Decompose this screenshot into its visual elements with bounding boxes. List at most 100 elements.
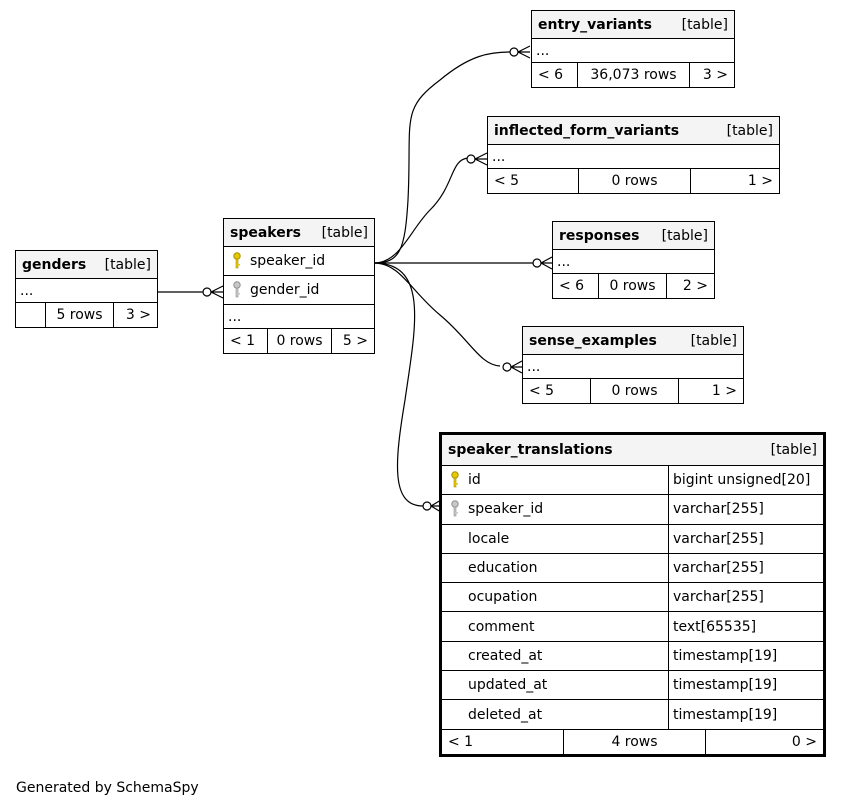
column-type: timestamp[19]	[673, 647, 778, 664]
parents-count: < 1	[224, 329, 268, 353]
column-name: locale	[468, 524, 669, 553]
table-name: genders	[22, 256, 87, 273]
columns-ellipsis: ...	[224, 305, 374, 329]
table-header: speaker_translations [table]	[442, 435, 823, 466]
table-footer: < 1 4 rows 0 >	[442, 729, 823, 754]
column-row[interactable]: speaker_id	[224, 247, 374, 276]
row-count: 0 rows	[591, 379, 679, 403]
table-name: responses	[559, 227, 640, 244]
column-name: id	[468, 466, 669, 495]
columns-ellipsis: ...	[523, 355, 743, 379]
column-name: ocupation	[468, 583, 669, 612]
children-count: 5 >	[342, 333, 368, 349]
parents-count: < 6	[532, 63, 578, 87]
column-name: deleted_at	[468, 700, 669, 729]
table-kind: [table]	[726, 122, 773, 139]
children-count: 1 >	[747, 173, 773, 189]
parents-count	[16, 303, 46, 327]
column-name: gender_id	[250, 282, 320, 298]
crowfoot-sense-examples	[502, 360, 523, 374]
column-row[interactable]: gender_id	[224, 276, 374, 305]
row-count: 0 rows	[579, 169, 691, 193]
column-type: timestamp[19]	[673, 677, 778, 694]
table-kind: [table]	[690, 332, 737, 349]
columns-ellipsis: ...	[16, 279, 157, 303]
table-responses[interactable]: responses [table] ... < 6 0 rows 2 >	[552, 221, 715, 299]
children-count: 3 >	[702, 67, 728, 83]
parents-count: < 5	[488, 169, 579, 193]
column-type: varchar[255]	[673, 589, 764, 606]
table-speakers[interactable]: speakers [table] speaker_id gender_id ..…	[223, 218, 375, 354]
column-name: comment	[468, 612, 669, 641]
column-name: created_at	[468, 641, 669, 671]
column-name: speaker_id	[468, 495, 669, 524]
table-kind: [table]	[321, 224, 368, 241]
edge-speakers-inflected-form-variants	[373, 157, 469, 264]
table-genders[interactable]: genders [table] ... 5 rows 3 >	[15, 250, 158, 328]
crowfoot-inflected-form-variants	[466, 152, 488, 166]
table-name: sense_examples	[529, 332, 657, 349]
table-header: inflected_form_variants [table]	[488, 117, 779, 145]
row-count: 0 rows	[599, 274, 667, 298]
children-count: 1 >	[711, 383, 737, 399]
table-header: speakers [table]	[224, 219, 374, 247]
crowfoot-responses	[532, 256, 553, 270]
crowfoot-entry-variants	[509, 45, 531, 59]
parents-count: < 1	[442, 729, 564, 754]
table-kind: [table]	[681, 16, 728, 33]
columns-ellipsis: ...	[553, 250, 714, 274]
children-count: 3 >	[125, 307, 151, 323]
row-count: 5 rows	[46, 303, 114, 327]
column-type: timestamp[19]	[673, 706, 778, 723]
column-type: varchar[255]	[673, 560, 764, 577]
children-count: 0 >	[791, 733, 817, 750]
generated-by-caption: Generated by SchemaSpy	[16, 780, 199, 796]
edge-speakers-sense-examples	[373, 262, 501, 367]
table-footer: 5 rows 3 >	[16, 303, 157, 327]
columns-ellipsis: ...	[532, 39, 734, 63]
table-footer: < 6 36,073 rows 3 >	[532, 63, 734, 87]
column-name: updated_at	[468, 671, 669, 700]
table-footer: < 5 0 rows 1 >	[488, 169, 779, 193]
table-entry-variants[interactable]: entry_variants [table] ... < 6 36,073 ro…	[531, 10, 735, 88]
column-type: bigint unsigned[20]	[673, 472, 811, 489]
table-kind: [table]	[661, 227, 708, 244]
table-footer: < 5 0 rows 1 >	[523, 379, 743, 403]
row-count: 36,073 rows	[578, 63, 690, 87]
table-header: sense_examples [table]	[523, 327, 743, 355]
table-footer: < 1 0 rows 5 >	[224, 329, 374, 353]
table-kind: [table]	[770, 442, 817, 458]
table-name: speaker_translations	[448, 442, 613, 458]
row-count: 0 rows	[268, 329, 332, 353]
foreign-key-icon	[224, 281, 250, 299]
table-inflected-form-variants[interactable]: inflected_form_variants [table] ... < 5 …	[487, 116, 780, 194]
column-name: speaker_id	[250, 253, 326, 269]
foreign-key-icon	[442, 500, 468, 518]
column-name: education	[468, 553, 669, 583]
parents-count: < 6	[553, 274, 599, 298]
table-footer: < 6 0 rows 2 >	[553, 274, 714, 298]
children-count: 2 >	[682, 278, 708, 294]
table-header: genders [table]	[16, 251, 157, 279]
row-count: 4 rows	[564, 729, 706, 754]
column-type: varchar[255]	[673, 501, 764, 518]
table-name: entry_variants	[538, 16, 652, 33]
table-sense-examples[interactable]: sense_examples [table] ... < 5 0 rows 1 …	[522, 326, 744, 404]
crowfoot-speakers	[202, 285, 224, 299]
table-name: speakers	[230, 224, 301, 241]
parents-count: < 5	[523, 379, 591, 403]
table-header: entry_variants [table]	[532, 11, 734, 39]
primary-key-icon	[442, 471, 468, 489]
